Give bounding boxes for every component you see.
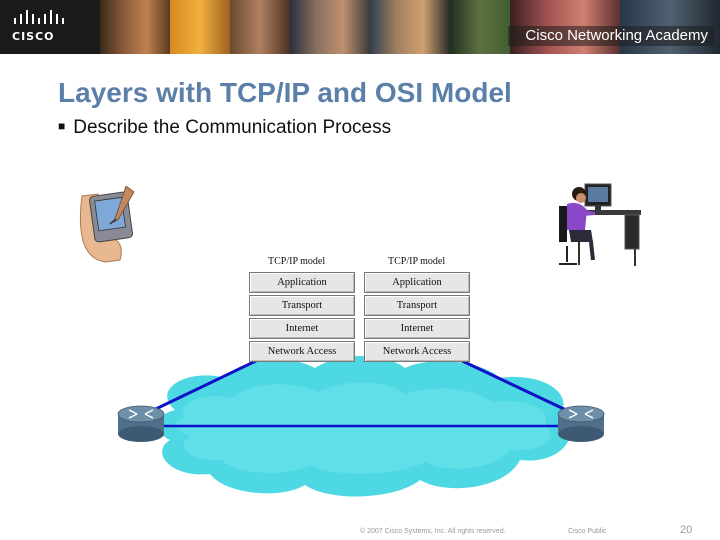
left-layer-application: Application	[249, 272, 355, 293]
bullet-item: ■ Describe the Communication Process	[58, 117, 391, 139]
left-layer-transport: Transport	[249, 295, 355, 316]
left-layer-network-access: Network Access	[249, 341, 355, 362]
banner-photo-6	[450, 0, 510, 54]
banner-photo-5	[370, 0, 450, 54]
header-banner: CISCO Cisco Networking Academy	[0, 0, 720, 54]
right-layer-transport: Transport	[364, 295, 470, 316]
academy-label-box: Cisco Networking Academy	[508, 26, 714, 46]
user-at-workstation-icon	[559, 183, 641, 266]
classification-label: Cisco Public	[568, 528, 607, 535]
banner-photo-2	[170, 0, 230, 54]
router-icon	[557, 405, 605, 442]
link-left-router-to-stack	[136, 356, 263, 420]
pda-hand-icon	[79, 186, 135, 263]
banner-photo-3	[230, 0, 290, 54]
copyright-notice: © 2007 Cisco Systems, Inc. All rights re…	[360, 528, 506, 535]
banner-photo-4	[290, 0, 370, 54]
bullet-text: Describe the Communication Process	[73, 117, 392, 138]
cisco-bars-icon	[14, 10, 64, 24]
right-layer-internet: Internet	[364, 318, 470, 339]
left-layer-internet: Internet	[249, 318, 355, 339]
academy-label: Cisco Networking Academy	[525, 27, 708, 44]
slide-title: Layers with TCP/IP and OSI Model	[58, 77, 512, 108]
bullet-square-icon: ■	[58, 119, 66, 133]
router-icon	[117, 405, 165, 442]
banner-photo-1	[100, 0, 170, 54]
page-number: 20	[680, 524, 693, 536]
right-layer-application: Application	[364, 272, 470, 293]
link-right-router-to-stack	[455, 356, 584, 420]
right-stack-heading: TCP/IP model	[388, 256, 446, 267]
cisco-logo-text: CISCO	[12, 30, 55, 43]
left-stack-heading: TCP/IP model	[268, 256, 326, 267]
right-layer-network-access: Network Access	[364, 341, 470, 362]
